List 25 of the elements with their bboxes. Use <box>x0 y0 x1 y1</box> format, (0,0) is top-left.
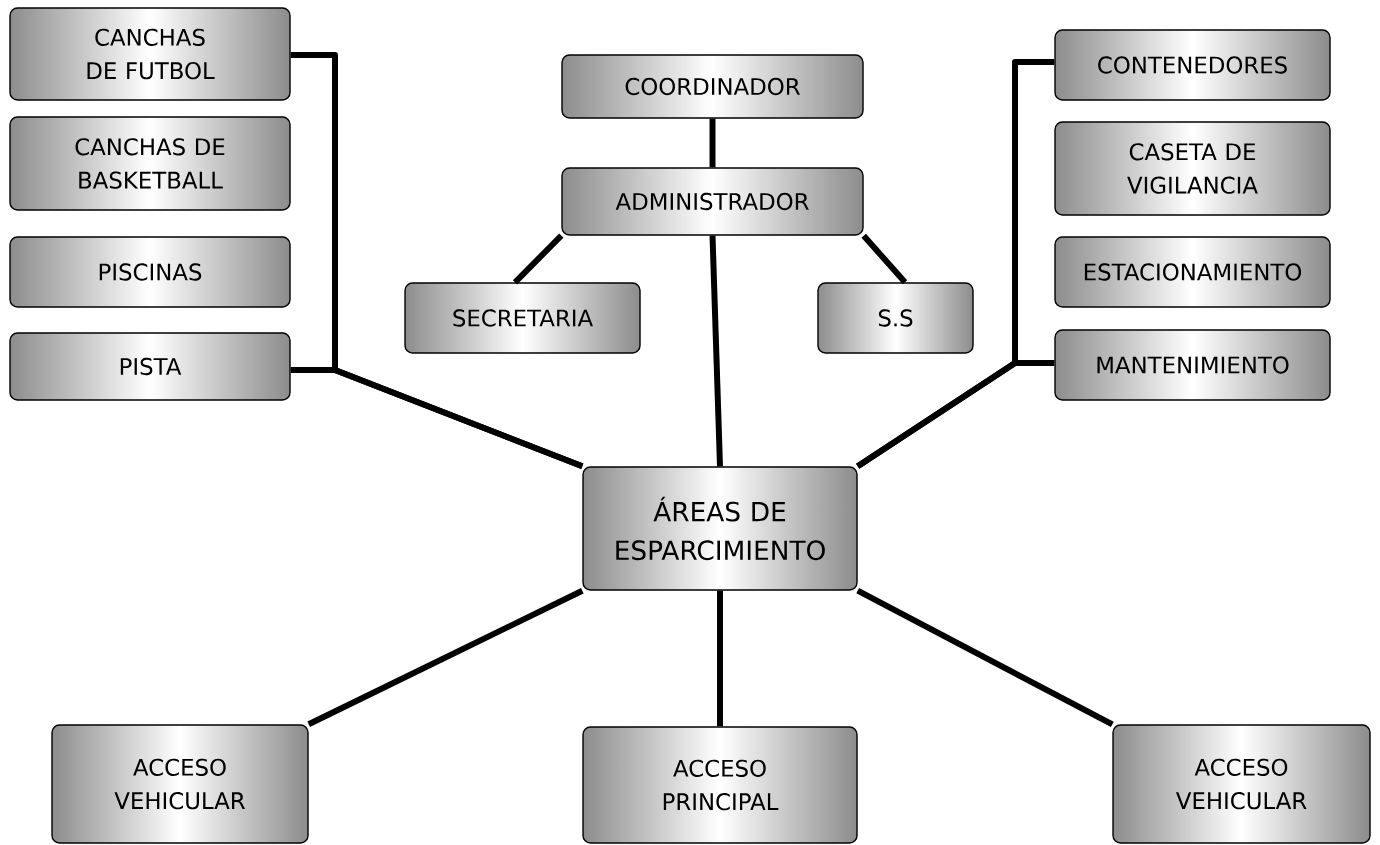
org-box: PISCINAS <box>9 236 291 308</box>
org-box: CONTENEDORES <box>1054 29 1331 101</box>
connector-line <box>856 588 1114 727</box>
connector-line <box>709 235 723 467</box>
org-box: ADMINISTRADOR <box>561 167 864 236</box>
org-box: SECRETARIA <box>404 282 641 354</box>
org-box: ACCESO VEHICULAR <box>1112 724 1371 844</box>
connector-line <box>717 590 723 727</box>
org-box: S.S <box>817 282 974 354</box>
connector-line <box>709 118 716 168</box>
org-box: PISTA <box>9 332 291 401</box>
connector-line <box>307 588 584 727</box>
org-box: ÁREAS DE ESPARCIMIENTO <box>582 466 858 591</box>
connector-line <box>290 367 584 470</box>
org-box: CANCHAS DE FUTBOL <box>9 7 291 101</box>
org-box: CASETA DE VIGILANCIA <box>1054 121 1331 216</box>
connector-line <box>861 233 908 285</box>
org-box: ACCESO VEHICULAR <box>51 724 309 844</box>
org-box: CANCHAS DE BASKETBALL <box>9 116 291 211</box>
connector-line <box>512 233 564 285</box>
org-box: ESTACIONAMIENTO <box>1054 236 1331 308</box>
org-box: COORDINADOR <box>561 54 864 119</box>
connector-line <box>856 360 1055 469</box>
org-box: MANTENIMIENTO <box>1054 329 1331 401</box>
org-box: ACCESO PRINCIPAL <box>582 726 858 844</box>
